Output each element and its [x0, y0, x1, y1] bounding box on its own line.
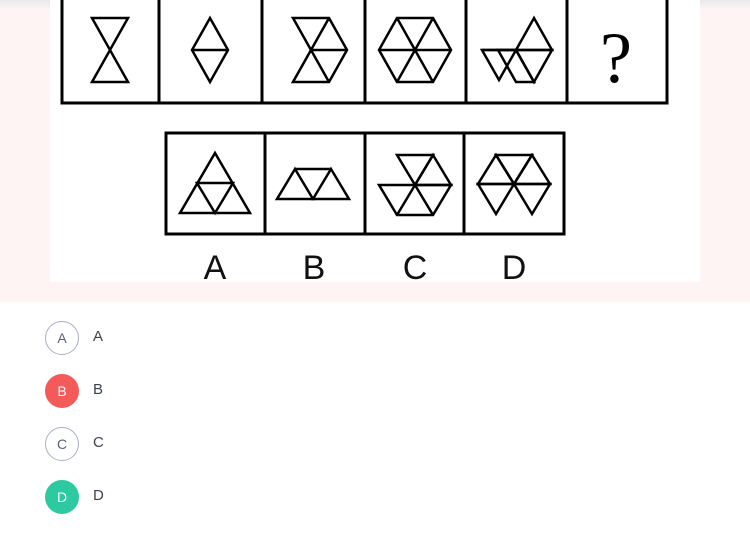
- choice-label-a: A: [204, 249, 227, 282]
- option-c-badge[interactable]: C: [45, 427, 79, 461]
- choice-label-d: D: [502, 249, 527, 282]
- sequence-figure-5: [479, 15, 555, 85]
- option-d-text: D: [93, 487, 104, 504]
- sequence-figure-3: [290, 16, 349, 84]
- option-a-text: A: [93, 328, 104, 345]
- option-b-text: B: [93, 381, 104, 398]
- choice-figure-a: [177, 150, 253, 216]
- option-d[interactable]: D D: [45, 480, 345, 514]
- sequence-figure-4: [377, 16, 453, 84]
- choice-label-b: B: [303, 249, 326, 282]
- choice-figure-d: [475, 152, 553, 217]
- option-b[interactable]: B B: [45, 374, 345, 408]
- sequence-figure-2: [190, 15, 230, 85]
- option-c-text: C: [93, 434, 104, 451]
- choice-figure-c: [376, 152, 454, 217]
- option-a[interactable]: A A: [45, 321, 345, 355]
- question-mark: ?: [600, 18, 632, 98]
- puzzle-image: ?: [50, 0, 700, 282]
- option-b-badge[interactable]: B: [45, 374, 79, 408]
- option-c[interactable]: C C: [45, 427, 345, 461]
- choice-figure-b: [274, 166, 352, 201]
- puzzle-figure: ?: [60, 0, 669, 282]
- choice-label-c: C: [403, 249, 428, 282]
- sequence-figure-1: [89, 16, 131, 84]
- option-a-badge[interactable]: A: [45, 321, 79, 355]
- option-d-badge[interactable]: D: [45, 480, 79, 514]
